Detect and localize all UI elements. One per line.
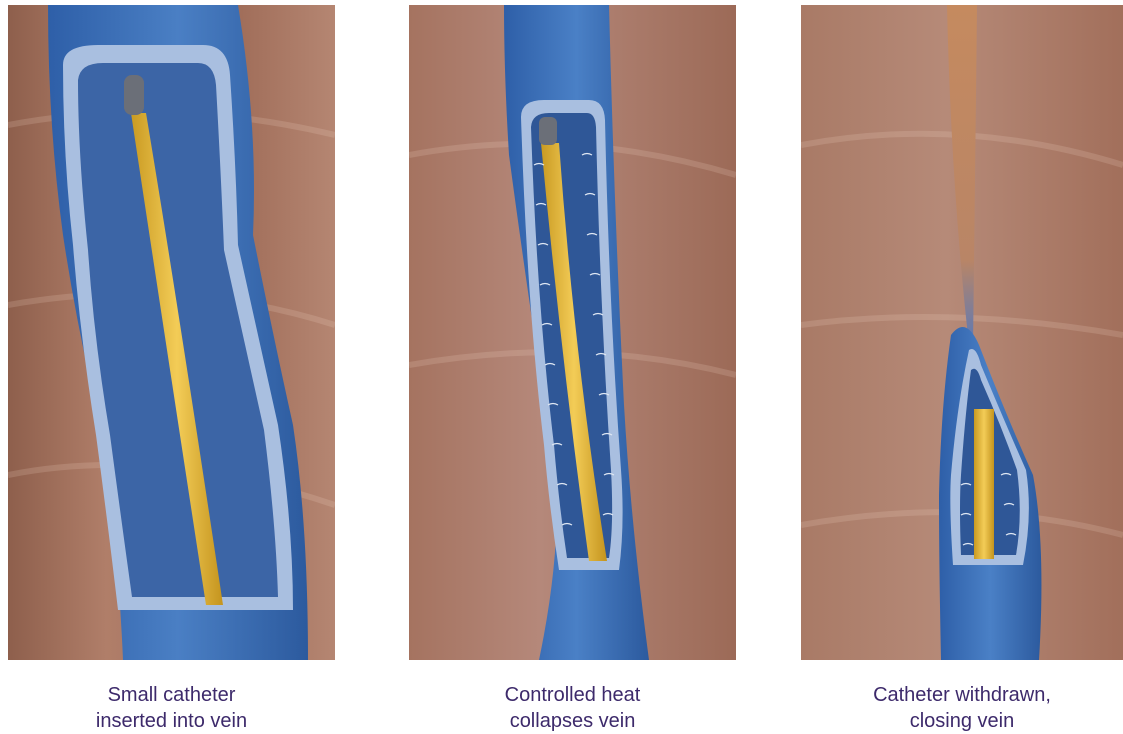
- caption-panel-1: Small catheter inserted into vein: [8, 682, 335, 734]
- heat-collapsing-vein-illustration: [409, 5, 736, 660]
- caption-line-2: closing vein: [801, 708, 1123, 734]
- panel-catheter-withdrawn: [801, 5, 1123, 660]
- catheter-in-open-vein-illustration: [8, 5, 335, 660]
- catheter-withdrawn-closed-vein-illustration: [801, 5, 1123, 660]
- panel-catheter-inserted: [8, 5, 335, 660]
- caption-line-1: Controlled heat: [409, 682, 736, 708]
- caption-panel-2: Controlled heat collapses vein: [409, 682, 736, 734]
- caption-line-2: inserted into vein: [8, 708, 335, 734]
- caption-line-2: collapses vein: [409, 708, 736, 734]
- caption-line-1: Catheter withdrawn,: [801, 682, 1123, 708]
- panel-heat-collapses-vein: [409, 5, 736, 660]
- caption-line-1: Small catheter: [8, 682, 335, 708]
- caption-panel-3: Catheter withdrawn, closing vein: [801, 682, 1123, 734]
